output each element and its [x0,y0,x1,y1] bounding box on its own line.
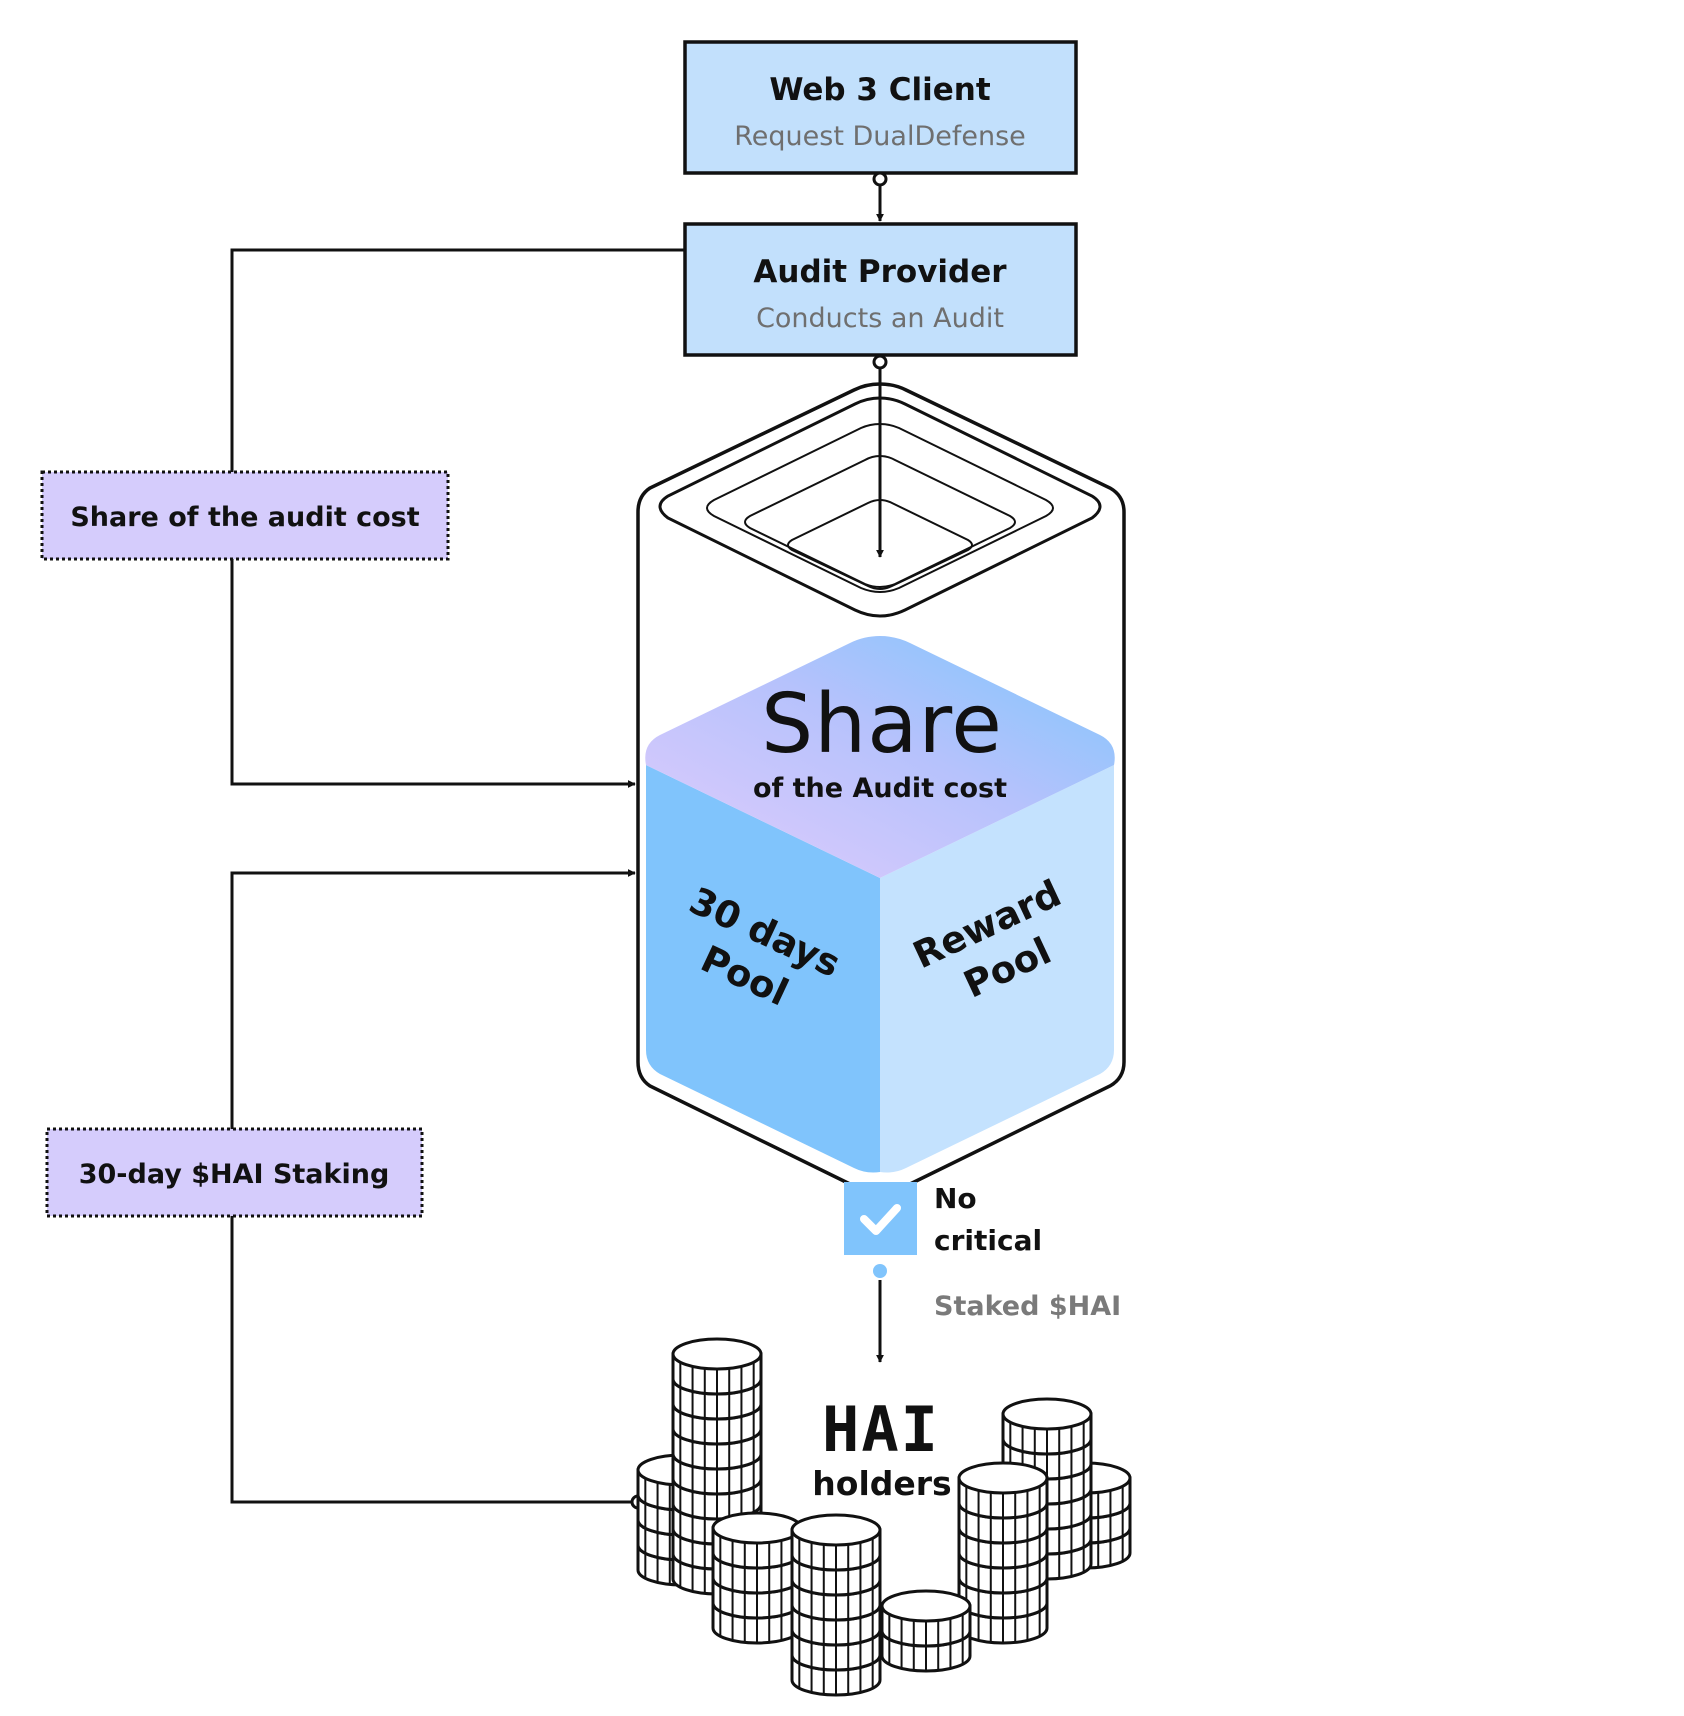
audit-cost-text: Share of the audit cost [70,502,419,533]
staked-hai-label: Staked $HAI [934,1291,1121,1322]
coin [711,1511,803,1570]
web3-client-box: Web 3 Client Request DualDefense [683,40,1078,175]
checkmark-box [844,1182,917,1255]
audit-provider-title: Audit Provider [753,254,1007,290]
staking-label: 30-day $HAI Staking [45,1127,424,1218]
web3-client-subtitle: Request DualDefense [734,121,1026,152]
web3-client-title: Web 3 Client [769,72,991,108]
coin [957,1461,1049,1520]
coin-stack [957,1461,1049,1645]
staking-text: 30-day $HAI Staking [79,1159,390,1190]
container-top-ring-1 [706,422,1054,593]
audit-provider-subtitle: Conducts an Audit [756,303,1004,334]
audit-provider-box: Audit Provider Conducts an Audit [683,222,1078,357]
coin [880,1589,972,1648]
dot-check [873,1264,887,1278]
no-critical-line1: No [934,1182,977,1215]
top-pool-face [645,636,1115,878]
coin-stack [711,1511,803,1645]
coin [1001,1397,1093,1456]
coin-stack [880,1589,972,1673]
dot-provider [872,354,888,370]
share-title: Share [761,677,1003,772]
hai-logo: HAI [822,1393,940,1466]
share-subtitle: of the Audit cost [753,773,1007,804]
left-pool-face [646,765,880,1173]
container-top-ring-2 [744,454,1016,588]
right-pool-face [880,765,1114,1173]
audit-cost-label: Share of the audit cost [40,470,450,561]
no-critical-check: No critical [844,1182,1042,1257]
container-top-rim [658,396,1102,618]
holders-label: holders [812,1464,951,1503]
coin [671,1337,763,1396]
coin-stack [790,1513,882,1697]
dot-client [872,171,888,187]
no-critical-line2: critical [934,1224,1042,1257]
checkmark-icon [860,1204,901,1235]
hai-logo-text: HAI [822,1393,940,1466]
share-container: Share of the Audit cost 30 days Pool Rew… [636,382,1126,1194]
container-top-ring-3 [787,498,973,590]
coin-stacks [636,1337,1132,1697]
coin [790,1513,882,1572]
